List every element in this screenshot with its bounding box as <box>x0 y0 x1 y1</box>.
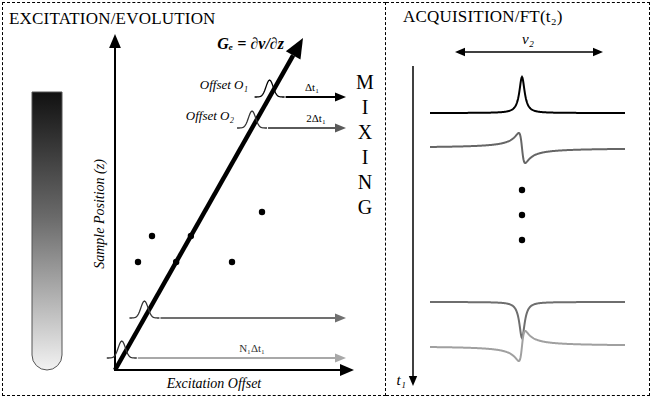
evolution-arrow-head <box>335 353 346 362</box>
spectrum-trace <box>430 331 625 361</box>
offset-axis-head <box>340 364 354 376</box>
frequency-axis-shaft <box>465 51 593 53</box>
offset-label: Offset O₂ <box>186 109 234 123</box>
spectrum-trace <box>430 133 625 163</box>
excitation-profile <box>107 341 137 358</box>
panel-box: EXCITATION/EVOLUTION <box>2 2 386 396</box>
ellipsis-dot <box>188 233 194 239</box>
panel-heading: EXCITATION/EVOLUTION <box>9 9 216 29</box>
ellipsis-dot <box>259 209 265 215</box>
offset-label: Offset O₁ <box>200 78 248 92</box>
ellipsis-dot <box>135 259 141 265</box>
ellipsis-dot <box>173 259 179 265</box>
t1-axis-shaft <box>412 66 414 376</box>
axis-label: t₁ <box>397 372 406 389</box>
spectrum-trace <box>430 77 625 113</box>
evolution-arrow-shaft <box>138 357 335 359</box>
ellipsis-dot <box>149 233 155 239</box>
evolution-arrow-shaft <box>268 127 335 129</box>
position-axis-shaft <box>114 48 116 371</box>
ellipsis-dot <box>229 259 235 265</box>
excitation-profile <box>129 301 159 318</box>
t1-axis-head <box>409 376 417 386</box>
axis-label: Sample Position (z) <box>92 159 107 269</box>
axis-label: ν₂ <box>522 31 534 48</box>
evolution-arrow-head <box>335 92 346 101</box>
excitation-profile <box>255 80 285 97</box>
evolution-arrow-head <box>335 123 346 132</box>
gradient-formula: Gₑ = ∂ν/∂z <box>217 35 284 53</box>
delay-label: N₁Δt₁ <box>239 342 265 354</box>
illustration-group <box>32 34 625 386</box>
panel-heading: ACQUISITION/FT(t₂) <box>403 7 563 27</box>
excitation-profile <box>237 111 267 128</box>
delay-label: 2Δt₁ <box>306 112 325 124</box>
mixing-label: MIXING <box>355 70 375 220</box>
offset-axis-shaft <box>114 369 340 371</box>
frequency-axis-head <box>455 48 465 56</box>
gradient-arrow-shaft <box>115 55 293 370</box>
ellipsis-dot <box>519 212 525 218</box>
axis-label: Excitation Offset <box>167 376 261 391</box>
ellipsis-dot <box>519 187 525 193</box>
delay-label: Δt₁ <box>305 81 319 93</box>
panel-box: ACQUISITION/FT(t₂) <box>386 2 650 396</box>
evolution-arrow-shaft <box>160 317 335 319</box>
gradient-arrow-head <box>286 38 303 60</box>
frequency-axis-head <box>593 48 603 56</box>
sample-tube <box>32 92 62 370</box>
ellipsis-dot <box>519 237 525 243</box>
position-axis-head <box>109 34 121 48</box>
evolution-arrow-shaft <box>286 96 335 98</box>
evolution-arrow-head <box>335 313 346 322</box>
